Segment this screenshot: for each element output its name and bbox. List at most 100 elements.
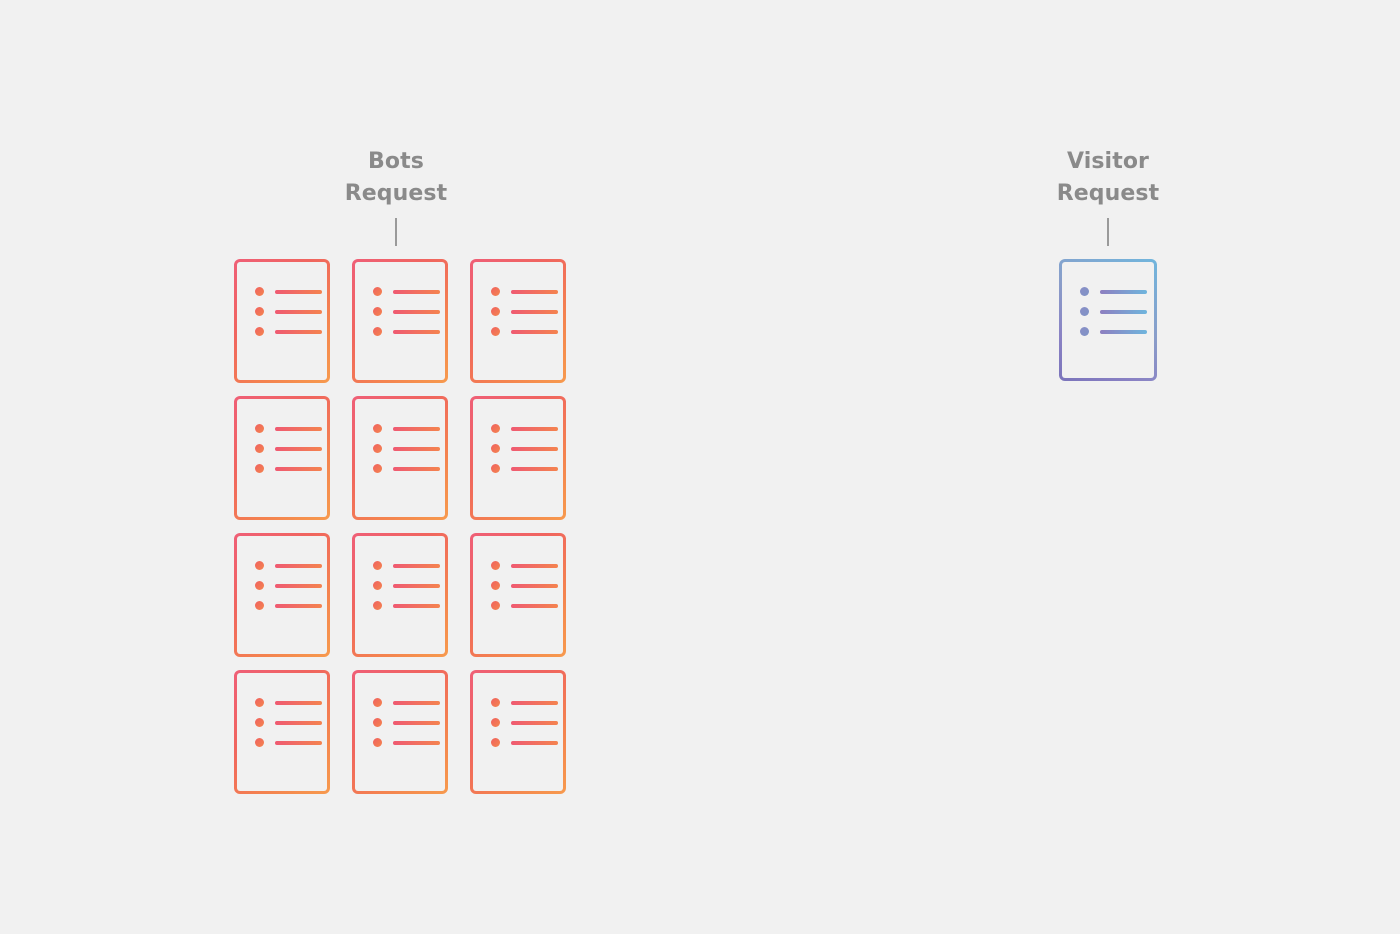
bots-request-group-header: Bots Request <box>296 146 496 246</box>
bullet-dot-icon <box>255 581 264 590</box>
text-line <box>511 329 558 334</box>
text-line <box>1100 329 1147 334</box>
bots-request-title: Bots Request <box>344 149 448 206</box>
list-row <box>373 287 445 296</box>
text-line <box>511 740 558 745</box>
list-row <box>373 581 445 590</box>
text-line <box>393 720 440 725</box>
bullet-dot-icon <box>373 601 382 610</box>
list-row <box>255 424 327 433</box>
text-line <box>511 289 558 294</box>
list-row <box>373 738 445 747</box>
visitor-connector-line <box>1107 217 1109 246</box>
bots-request-card <box>234 533 330 657</box>
bots-request-card <box>352 396 448 520</box>
visitor-request-title: Visitor Request <box>1056 149 1160 206</box>
bullet-dot-icon <box>491 601 500 610</box>
list-row <box>373 561 445 570</box>
text-line <box>275 426 322 431</box>
bullet-dot-icon <box>255 718 264 727</box>
list-row <box>255 738 327 747</box>
bullet-dot-icon <box>491 327 500 336</box>
text-line <box>511 563 558 568</box>
text-line <box>275 720 322 725</box>
bullet-dot-icon <box>491 718 500 727</box>
list-row <box>373 601 445 610</box>
document-list-icon <box>355 399 445 517</box>
list-row <box>1080 307 1154 316</box>
list-row <box>491 601 563 610</box>
text-line <box>511 446 558 451</box>
text-line <box>275 309 322 314</box>
list-row <box>255 307 327 316</box>
list-row <box>491 287 563 296</box>
text-line <box>275 329 322 334</box>
document-list-icon <box>237 399 327 517</box>
text-line <box>511 720 558 725</box>
bullet-dot-icon <box>255 327 264 336</box>
bots-request-card <box>470 670 566 794</box>
bots-request-card <box>234 670 330 794</box>
text-line <box>511 466 558 471</box>
text-line <box>511 700 558 705</box>
list-row <box>373 327 445 336</box>
text-line <box>393 329 440 334</box>
bullet-dot-icon <box>373 698 382 707</box>
bots-request-card <box>234 396 330 520</box>
bullet-dot-icon <box>1080 287 1089 296</box>
text-line <box>1100 309 1147 314</box>
text-line <box>393 466 440 471</box>
bullet-dot-icon <box>491 444 500 453</box>
text-line <box>511 603 558 608</box>
bullet-dot-icon <box>491 424 500 433</box>
document-list-icon <box>473 673 563 791</box>
text-line <box>275 603 322 608</box>
bullet-dot-icon <box>255 287 264 296</box>
bullet-dot-icon <box>491 581 500 590</box>
bullet-dot-icon <box>491 464 500 473</box>
list-row <box>491 327 563 336</box>
bots-request-card-grid <box>234 259 566 794</box>
bullet-dot-icon <box>255 601 264 610</box>
list-row <box>255 287 327 296</box>
document-list-icon <box>473 536 563 654</box>
visitor-request-group-header: Visitor Request <box>1008 146 1208 246</box>
text-line <box>393 289 440 294</box>
bullet-dot-icon <box>1080 307 1089 316</box>
list-row <box>255 444 327 453</box>
text-line <box>393 563 440 568</box>
bots-request-card <box>234 259 330 383</box>
document-list-icon <box>237 262 327 380</box>
text-line <box>393 603 440 608</box>
text-line <box>511 426 558 431</box>
text-line <box>393 700 440 705</box>
bullet-dot-icon <box>491 561 500 570</box>
list-row <box>255 601 327 610</box>
bullet-dot-icon <box>491 698 500 707</box>
text-line <box>393 309 440 314</box>
text-line <box>1100 289 1147 294</box>
list-row <box>1080 327 1154 336</box>
bullet-dot-icon <box>255 307 264 316</box>
bots-request-card <box>352 670 448 794</box>
document-list-icon <box>237 536 327 654</box>
bullet-dot-icon <box>255 561 264 570</box>
text-line <box>275 700 322 705</box>
bots-connector-line <box>395 217 397 246</box>
list-row <box>1080 287 1154 296</box>
list-row <box>373 698 445 707</box>
list-row <box>255 698 327 707</box>
bots-request-card <box>470 259 566 383</box>
bullet-dot-icon <box>373 581 382 590</box>
text-line <box>275 466 322 471</box>
list-row <box>491 718 563 727</box>
document-list-icon <box>473 262 563 380</box>
bots-request-card <box>470 396 566 520</box>
visitor-request-card-grid <box>1059 259 1157 381</box>
bullet-dot-icon <box>373 424 382 433</box>
bullet-dot-icon <box>373 561 382 570</box>
bots-request-card <box>352 259 448 383</box>
list-row <box>373 718 445 727</box>
bullet-dot-icon <box>373 738 382 747</box>
